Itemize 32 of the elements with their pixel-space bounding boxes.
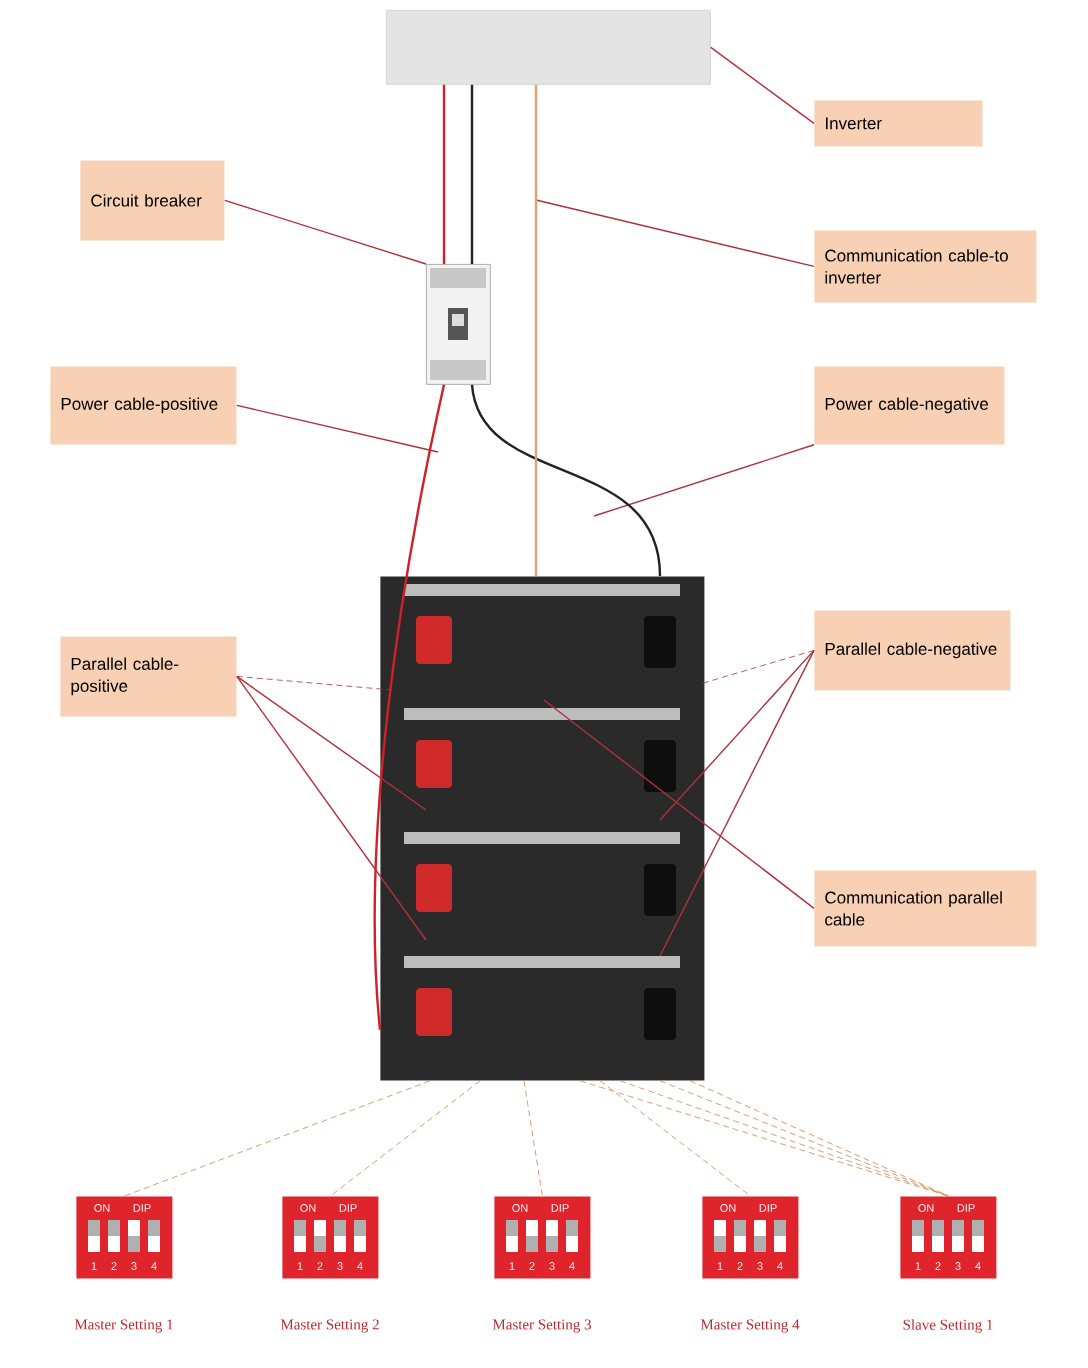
callout-box: Power cable-negative: [814, 366, 1005, 445]
leader-line: [535, 199, 815, 268]
inverter-box: [386, 10, 711, 85]
callout-box: Communication cable-to inverter: [814, 230, 1037, 303]
leader-line: [593, 444, 815, 517]
leader-line: [659, 649, 815, 957]
leader-line: [710, 46, 815, 125]
callout-box: Power cable-positive: [50, 366, 237, 445]
callout-box: Parallel cable-negative: [814, 610, 1011, 691]
callout-box: Parallel cable-positive: [60, 636, 237, 717]
callout-box: Circuit breaker: [80, 160, 225, 241]
leader-line: [236, 404, 439, 453]
cable: [470, 384, 662, 577]
leader-line: [236, 675, 427, 811]
connector-line: [599, 1080, 751, 1197]
leader-line: [659, 649, 815, 821]
connector-line: [124, 1080, 431, 1197]
connector-line: [330, 1080, 481, 1197]
cable: [534, 84, 538, 576]
leader-line: [236, 676, 393, 691]
cable: [470, 84, 474, 264]
callout-box: Communication parallel cable: [814, 870, 1037, 947]
leader-line: [699, 650, 815, 685]
picture: [426, 264, 491, 385]
leader-line: [543, 699, 815, 910]
callout-box: Inverter: [814, 100, 983, 147]
picture: [380, 576, 705, 1081]
leader-line: [236, 675, 427, 941]
cable: [373, 384, 446, 1031]
connector-line: [523, 1080, 543, 1197]
cable: [442, 84, 446, 264]
leader-line: [224, 199, 427, 265]
